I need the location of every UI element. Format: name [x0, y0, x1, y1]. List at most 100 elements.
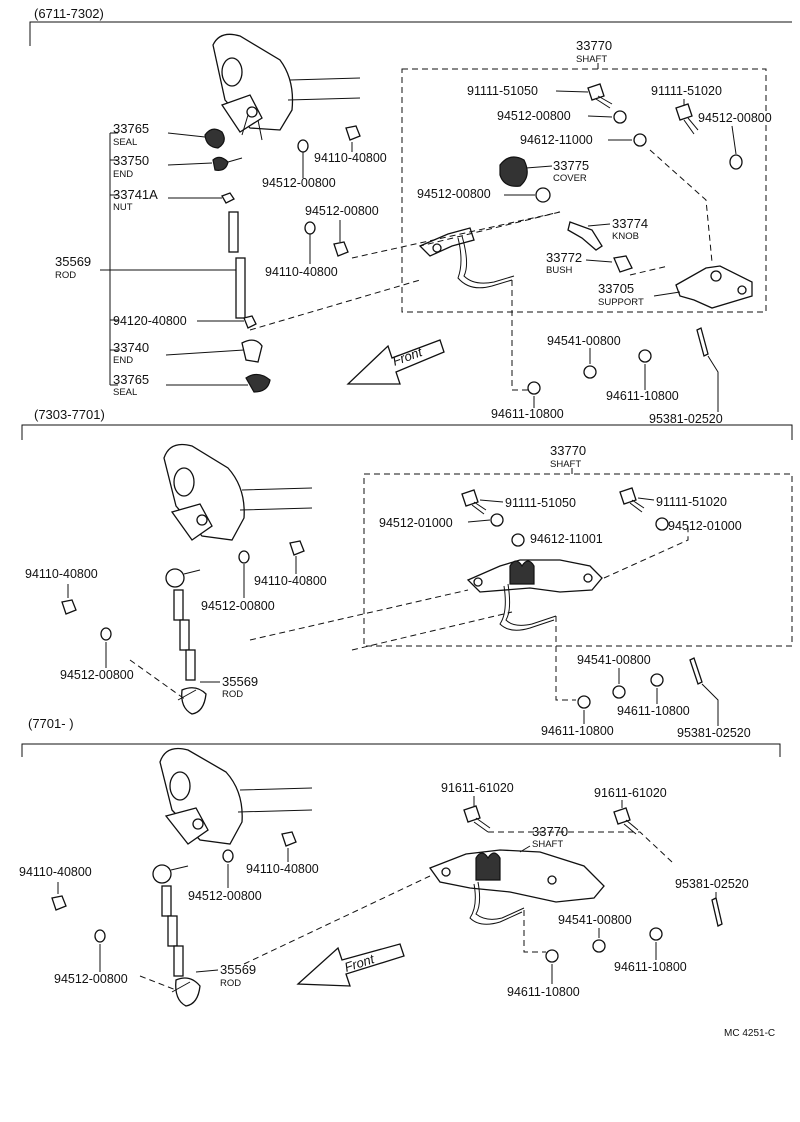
label-s3-35569: 35569 [220, 962, 256, 977]
label-s2-35569: 35569 [222, 674, 258, 689]
shaft-group-box-2 [363, 473, 793, 647]
nuts-washers-drawing [297, 125, 361, 257]
label-s2-94512-a: 94512-01000 [379, 516, 453, 530]
section-2-bracket [21, 424, 793, 440]
label-94512-d: 94512-00800 [698, 111, 772, 125]
label-seal-b: SEAL [113, 387, 137, 398]
label-33775: 33775 [553, 158, 589, 173]
rod-assembly-drawing [204, 128, 271, 393]
label-91111-b: 91111-51020 [651, 84, 722, 98]
label-94512-e: 94512-00800 [417, 187, 491, 201]
label-95381: 95381-02520 [649, 412, 723, 426]
bottom-parts-drawing-1 [527, 327, 709, 395]
label-s2-95381: 95381-02520 [677, 726, 751, 740]
label-94110-b: 94110-40800 [265, 265, 338, 279]
label-shaft-no-1: 33770 [576, 38, 612, 53]
diagram-code: MC 4251-C [724, 1028, 775, 1039]
label-94611-b: 94611-10800 [606, 389, 679, 403]
leader-s2-95381 [701, 683, 719, 726]
label-s3-91611-b: 91611-61020 [594, 786, 667, 800]
front-arrow-2: Front [296, 943, 405, 987]
label-s3-94512-a: 94512-00800 [188, 889, 262, 903]
rod-assembly-drawing-3 [152, 864, 201, 1007]
section-1-label: (6711-7302) [34, 6, 104, 21]
label-end-b: END [113, 355, 133, 366]
label-seal-a: SEAL [113, 137, 137, 148]
label-s2-94512-d: 94512-00800 [60, 668, 134, 682]
label-s2-94110-a: 94110-40800 [25, 567, 98, 581]
label-94512-a: 94512-00800 [262, 176, 336, 190]
label-94541: 94541-00800 [547, 334, 621, 348]
section-3-label: (7701- ) [28, 716, 74, 731]
shaft-parts-drawing-3 [428, 805, 723, 963]
label-s3-94512-b: 94512-00800 [54, 972, 128, 986]
label-s3-shaft-name: SHAFT [532, 839, 563, 850]
label-s3-94541: 94541-00800 [558, 913, 632, 927]
leader-lines-left [100, 132, 248, 386]
label-s3-95381: 95381-02520 [675, 877, 749, 891]
label-rod: ROD [55, 270, 76, 281]
front-arrow-1: Front [346, 339, 445, 385]
leader-33705 [653, 291, 681, 297]
leader-33772 [585, 259, 613, 263]
label-33741a: 33741A [113, 187, 158, 202]
label-s3-rod: ROD [220, 978, 241, 989]
leader-33774 [587, 223, 611, 227]
label-s2-94612: 94612-11001 [530, 532, 603, 546]
assembly-lines-2 [129, 526, 689, 701]
section-2-label: (7303-7701) [34, 407, 105, 422]
label-support: SUPPORT [598, 297, 644, 308]
leader-s3-shaft [519, 845, 531, 853]
label-33765b: 33765 [113, 372, 149, 387]
section-1: (6711-7302) [29, 6, 792, 426]
nuts-washers-drawing-3 [51, 831, 297, 943]
label-94512-c: 94512-00800 [497, 109, 571, 123]
left-group-bracket [109, 132, 118, 386]
shaft-group-box-1 [401, 68, 767, 313]
front-label-2: Front [343, 951, 378, 975]
label-s2-94512-c: 94512-00800 [201, 599, 275, 613]
label-35569: 35569 [55, 254, 91, 269]
lever-bracket-drawing [212, 33, 361, 141]
label-s2-rod: ROD [222, 689, 243, 700]
bottom-parts-drawing-2 [577, 657, 703, 709]
label-33750: 33750 [113, 153, 149, 168]
label-33740: 33740 [113, 340, 149, 355]
shaft-parts-drawing-2 [461, 487, 669, 631]
section-3: (7701- ) 94110-40800 94512-00 [19, 716, 781, 1007]
label-94612: 94612-11000 [520, 133, 593, 147]
label-s3-94110-b: 94110-40800 [246, 862, 319, 876]
label-shaft-name-1: SHAFT [576, 54, 607, 65]
section-1-bracket [29, 21, 792, 46]
leader-s3-35569 [195, 969, 219, 973]
label-94110-a: 94110-40800 [314, 151, 387, 165]
label-91111-a: 91111-51050 [467, 84, 538, 98]
shaft-parts-drawing-1 [418, 83, 753, 309]
label-s3-91611-a: 91611-61020 [441, 781, 514, 795]
label-s3-94611-a: 94611-10800 [507, 985, 580, 999]
label-33705: 33705 [598, 281, 634, 296]
label-cover: COVER [553, 173, 587, 184]
leader-94512-c [587, 115, 613, 118]
label-s2-91111-b: 91111-51020 [656, 495, 727, 509]
leader-33775 [525, 165, 553, 169]
label-s2-94611-a: 94611-10800 [541, 724, 614, 738]
label-s2-91111-a: 91111-51050 [505, 496, 576, 510]
label-knob: KNOB [612, 231, 639, 242]
leader-95381 [707, 355, 719, 412]
leader-s2-91111-b [637, 497, 655, 501]
label-bush: BUSH [546, 265, 573, 276]
label-33765a: 33765 [113, 121, 149, 136]
label-33774: 33774 [612, 216, 648, 231]
label-94120: 94120-40800 [113, 314, 187, 328]
rod-assembly-drawing-2 [165, 568, 207, 715]
label-s3-94611-b: 94611-10800 [614, 960, 687, 974]
label-94512-b: 94512-00800 [305, 204, 379, 218]
label-s2-shaft-name: SHAFT [550, 459, 581, 470]
nuts-washers-drawing-2 [61, 540, 305, 641]
leader-s2-94512-a [467, 519, 491, 523]
section-3-bracket [21, 743, 781, 757]
label-end-a: END [113, 169, 133, 180]
assembly-lines-3 [139, 831, 673, 991]
